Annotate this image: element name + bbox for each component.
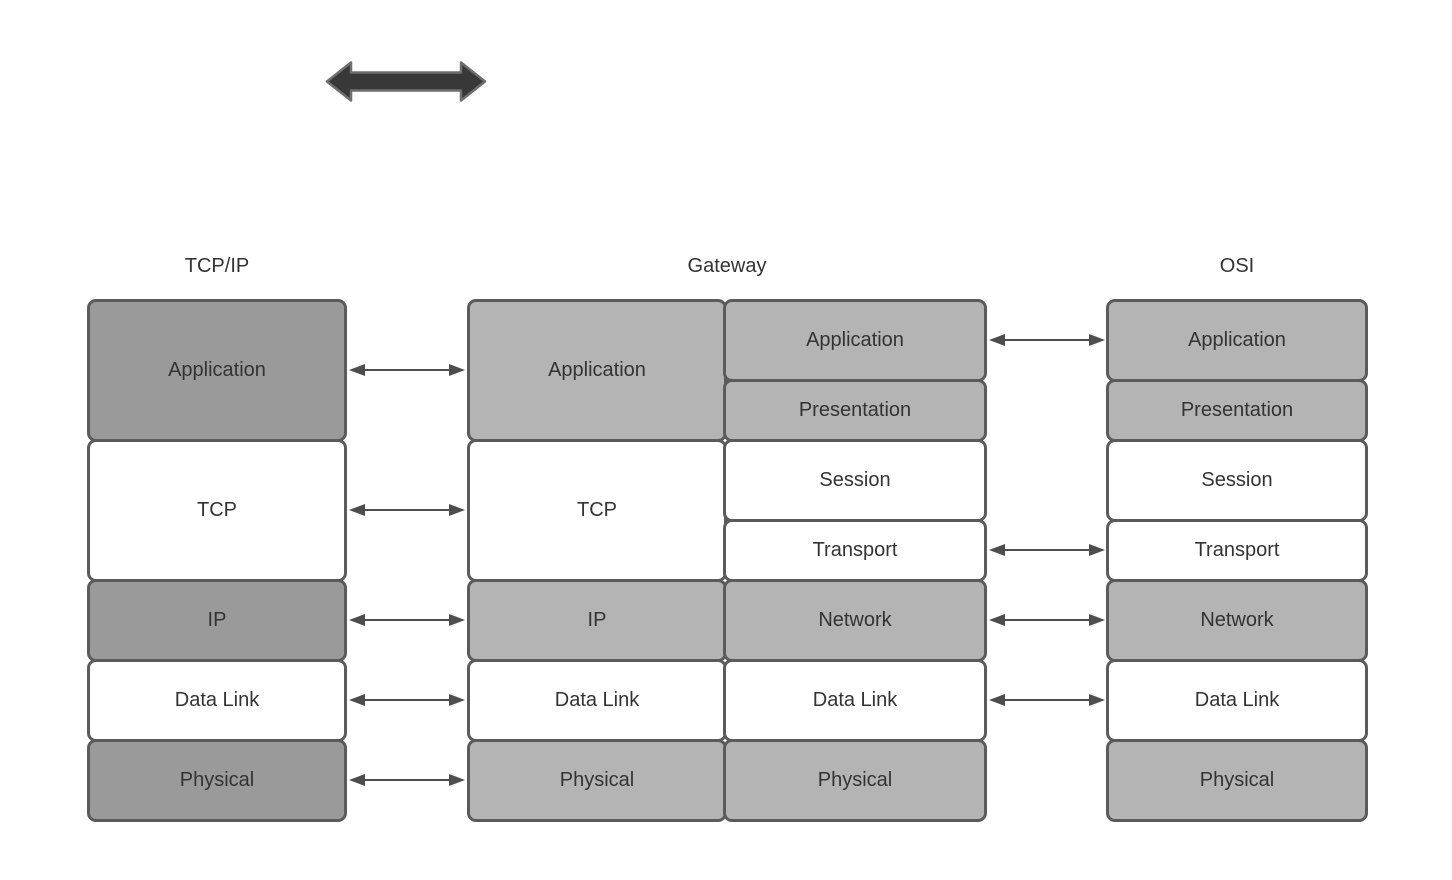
layer-box-gateway-ip: IP (467, 579, 727, 662)
layer-box-tcpip-data-link: Data Link (87, 659, 347, 742)
layer-box-osi-data-link: Data Link (1106, 659, 1368, 742)
osi-stack: Application Presentation Session Transpo… (1106, 299, 1368, 822)
double-arrow-icon-tcpip-gw-physical (348, 773, 466, 787)
layer-box-gateway-physical: Physical (467, 739, 727, 822)
layer-box-tcpip-physical: Physical (87, 739, 347, 822)
layer-box-osi-transport: Transport (1106, 519, 1368, 582)
double-arrow-icon-tcpip-gw-ip (348, 613, 466, 627)
layer-box-tcpip-tcp: TCP (87, 439, 347, 582)
layer-box-osi-presentation: Presentation (1106, 379, 1368, 442)
layer-box-gateway-osi-network: Network (723, 579, 987, 662)
double-arrow-icon-gw-osi-transport (988, 543, 1106, 557)
double-arrow-icon-tcpip-gw-application (348, 363, 466, 377)
layer-box-gateway-application: Application (467, 299, 727, 442)
layer-box-gateway-osi-application: Application (723, 299, 987, 382)
double-arrow-icon-tcpip-gw-data-link (348, 693, 466, 707)
layer-box-tcpip-application: Application (87, 299, 347, 442)
double-arrow-icon-tcpip-gw-tcp (348, 503, 466, 517)
layer-box-osi-application: Application (1106, 299, 1368, 382)
layer-box-osi-network: Network (1106, 579, 1368, 662)
tcpip-stack: Application TCP IP Data Link Physical (87, 299, 347, 822)
layer-box-gateway-data-link: Data Link (467, 659, 727, 742)
double-arrow-icon-gw-osi-application (988, 333, 1106, 347)
layer-box-gateway-osi-presentation: Presentation (723, 379, 987, 442)
layer-box-osi-physical: Physical (1106, 739, 1368, 822)
osi-column-header: OSI (1219, 255, 1255, 277)
double-arrow-icon-gw-osi-network (988, 613, 1106, 627)
layer-box-osi-session: Session (1106, 439, 1368, 522)
gateway-column-header: Gateway (687, 255, 767, 277)
layer-box-gateway-osi-session: Session (723, 439, 987, 522)
layer-box-gateway-osi-physical: Physical (723, 739, 987, 822)
layer-box-gateway-osi-transport: Transport (723, 519, 987, 582)
gateway-right-stack: Application Presentation Session Transpo… (723, 299, 987, 822)
thick-double-arrow-icon (324, 59, 488, 109)
layer-box-tcpip-ip: IP (87, 579, 347, 662)
double-arrow-icon-gw-osi-data-link (988, 693, 1106, 707)
gateway-left-stack: Application TCP IP Data Link Physical (467, 299, 727, 822)
layer-box-gateway-tcp: TCP (467, 439, 727, 582)
layer-box-gateway-osi-data-link: Data Link (723, 659, 987, 742)
tcpip-column-header: TCP/IP (184, 255, 250, 277)
